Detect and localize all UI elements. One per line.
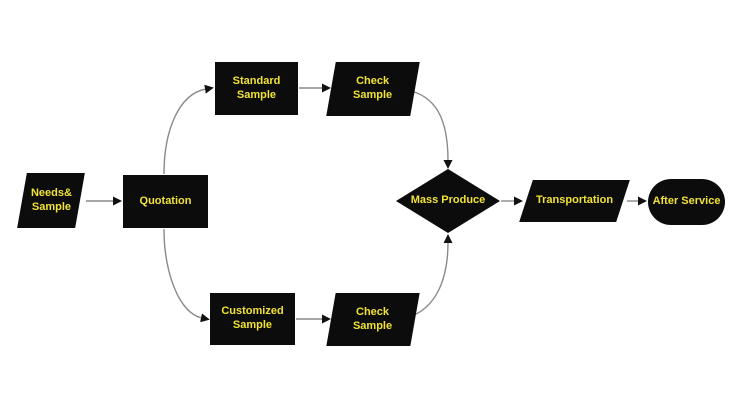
node-after-service: After Service bbox=[648, 179, 725, 225]
node-check-sample-top: Check Sample bbox=[326, 62, 420, 116]
node-needs-sample-label: Needs& Sample bbox=[30, 186, 72, 213]
node-check-sample-top-label: Check Sample bbox=[353, 75, 393, 101]
node-customized-sample-label: Customized Sample bbox=[221, 305, 284, 331]
node-transportation: Transportation bbox=[519, 180, 630, 222]
edge-check-sample-top-mass-produce bbox=[410, 90, 453, 169]
node-check-sample-bottom-label: Check Sample bbox=[353, 305, 393, 332]
node-quotation-label: Quotation bbox=[139, 194, 192, 207]
edge-quotation-customized-sample bbox=[163, 228, 210, 323]
node-after-service-label: After Service bbox=[652, 195, 721, 208]
node-transportation-label: Transportation bbox=[535, 194, 613, 207]
node-check-sample-bottom: Check Sample bbox=[326, 293, 420, 346]
node-customized-sample: Customized Sample bbox=[210, 293, 295, 345]
node-standard-sample-label: Standard Sample bbox=[232, 74, 281, 101]
node-needs-sample: Needs& Sample bbox=[17, 173, 85, 228]
edge-quotation-standard-sample bbox=[163, 84, 214, 175]
node-mass-produce-label: Mass Produce bbox=[410, 194, 486, 207]
node-standard-sample: Standard Sample bbox=[215, 62, 298, 115]
node-quotation: Quotation bbox=[123, 175, 208, 228]
